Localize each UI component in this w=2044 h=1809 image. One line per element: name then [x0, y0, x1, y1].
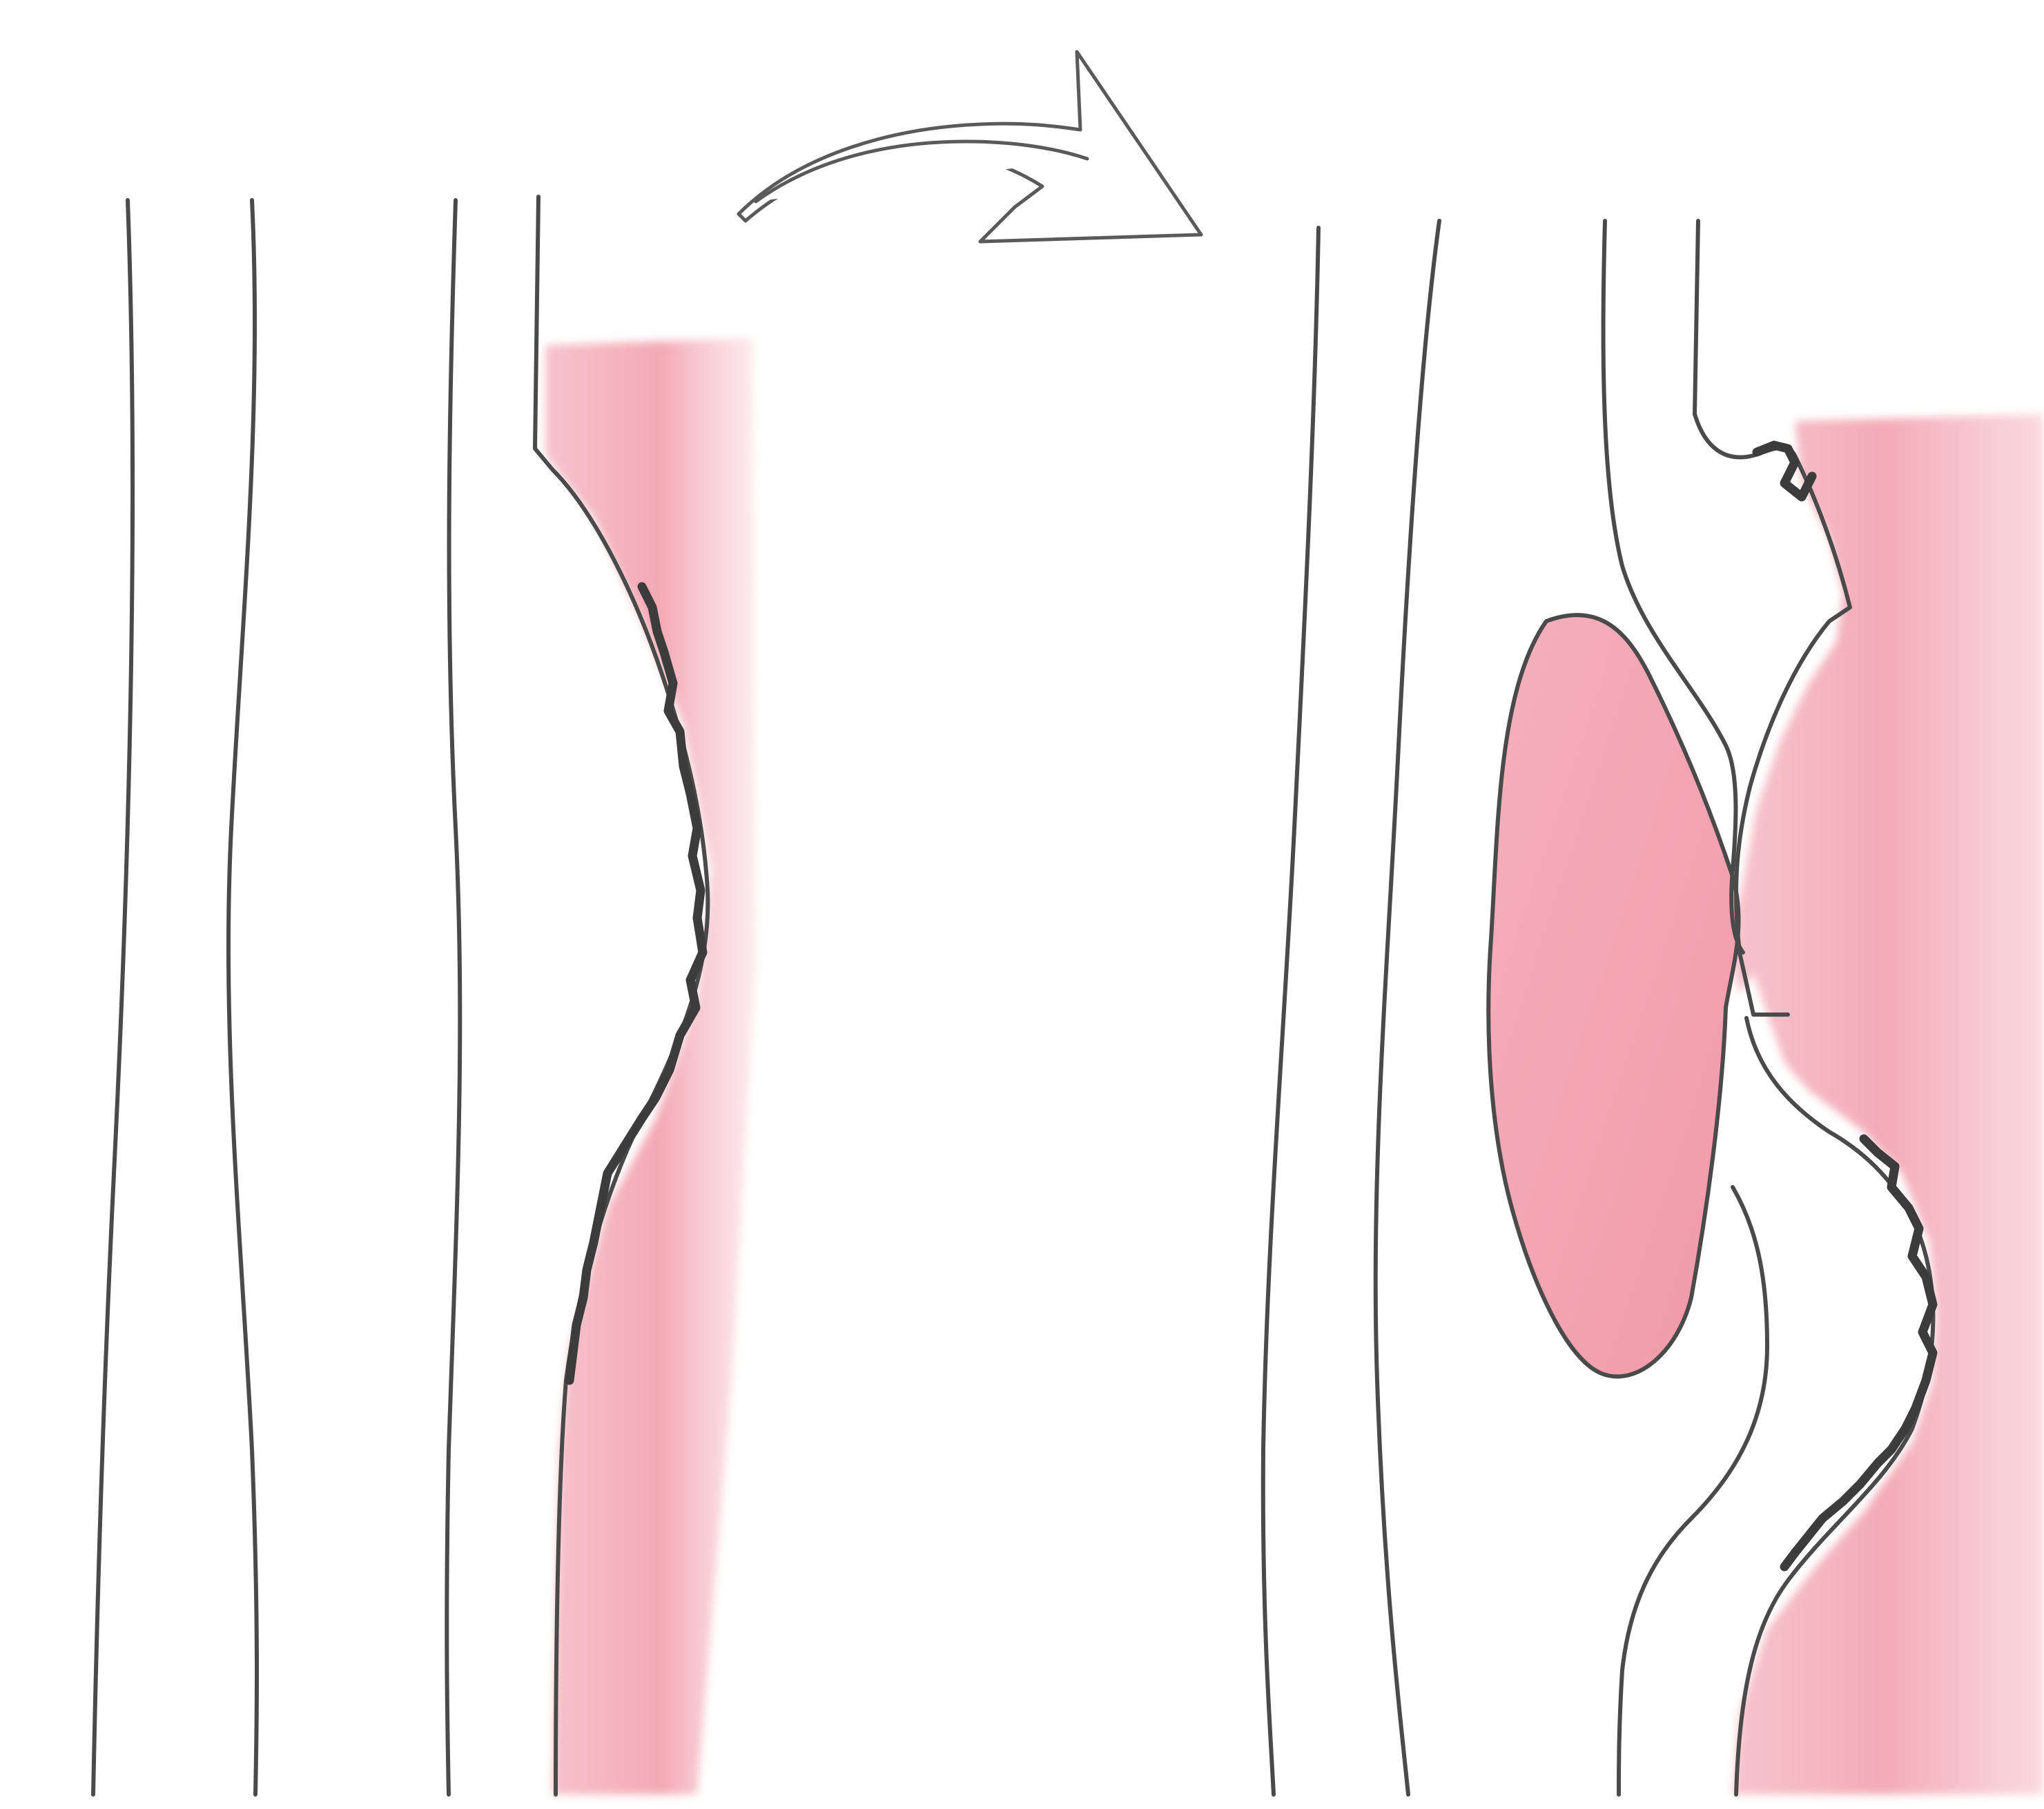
right-pink-blob — [1488, 615, 1738, 1376]
curved-arrow-right-icon — [739, 52, 1201, 242]
right-vessel-panel — [1263, 221, 2043, 1795]
right-vessel-outer-wall-line — [1263, 228, 1318, 1795]
right-vessel-wall-shading — [1726, 414, 2043, 1795]
left-vessel-inner-wall-line — [228, 200, 257, 1795]
right-vessel-inner-wall-line — [1376, 221, 1439, 1795]
left-lumen-left-line — [447, 200, 460, 1795]
left-vessel-panel — [93, 197, 756, 1795]
left-vessel-wall-shading — [545, 338, 756, 1795]
left-vessel-outer-wall-line — [93, 200, 133, 1795]
